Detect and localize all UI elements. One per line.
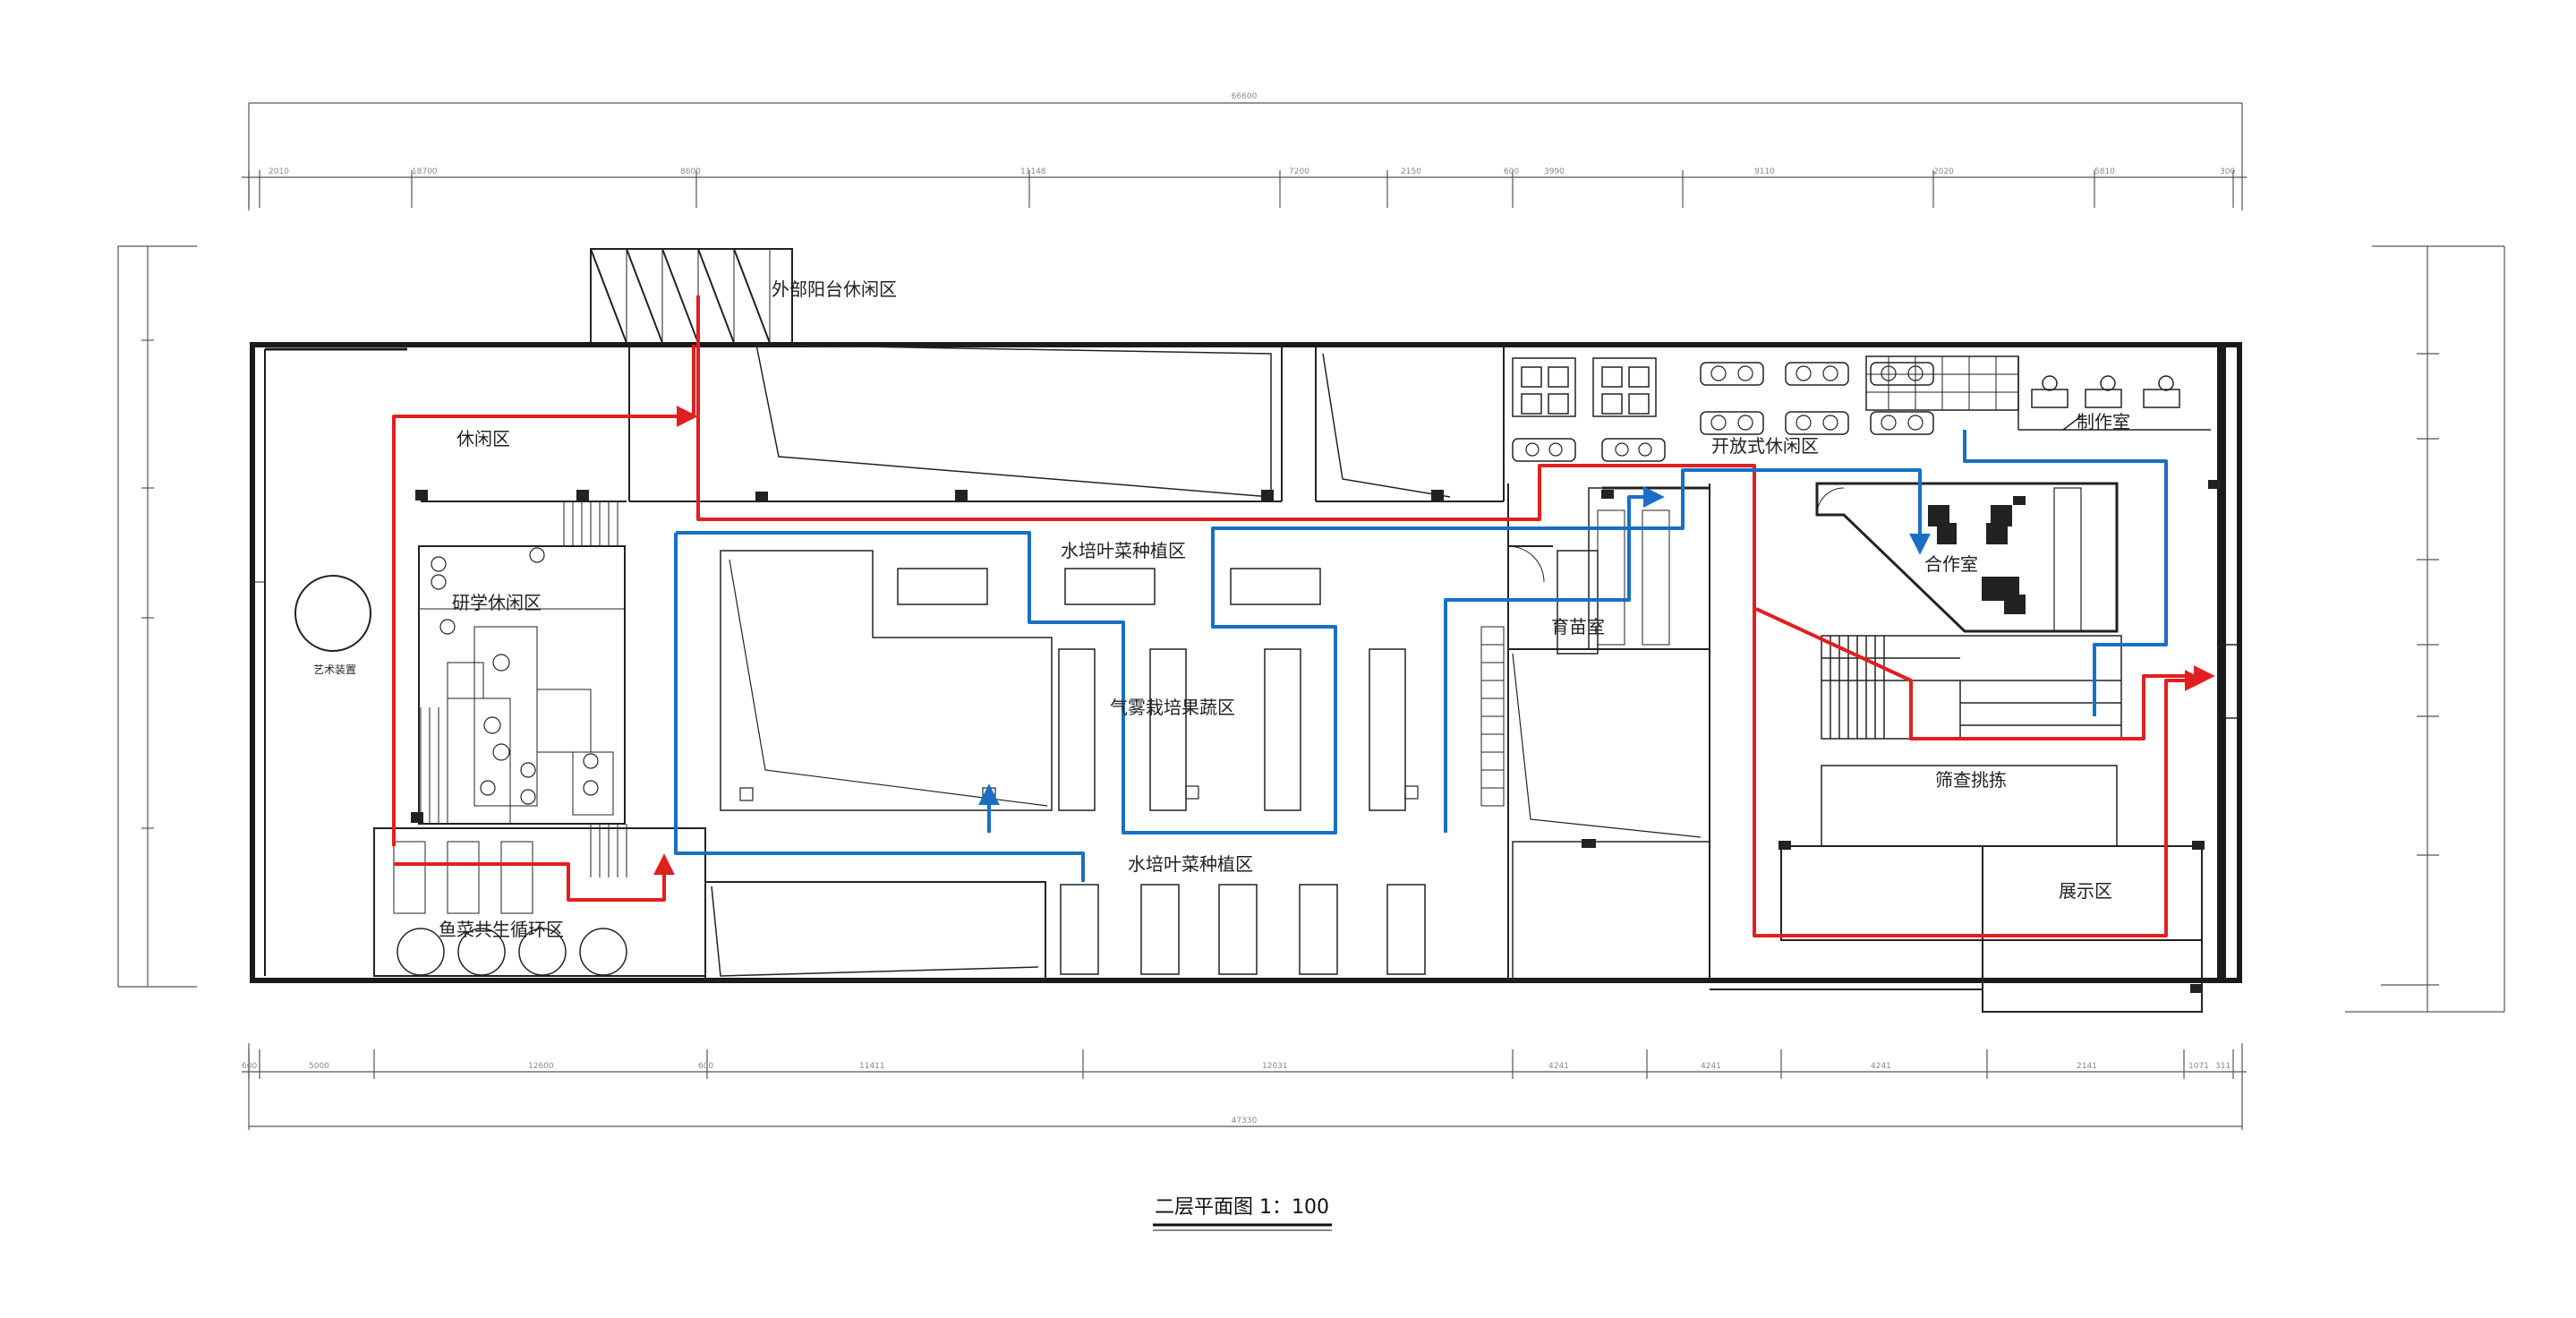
dim-bottom-seg: 4241	[1871, 1062, 1891, 1071]
label-fish-veg-cycle: 鱼菜共生循环区	[439, 919, 564, 940]
label-art-installation: 艺术装置	[313, 663, 356, 676]
label-cooperation: 合作室	[1924, 553, 1978, 575]
label-seedling: 育苗室	[1551, 616, 1605, 638]
label-study-leisure: 研学休闲区	[452, 592, 542, 613]
label-open-leisure: 开放式休闲区	[1711, 435, 1819, 457]
dim-top-seg: 2150	[1401, 167, 1421, 176]
dim-bottom-seg: 4241	[1701, 1062, 1721, 1071]
label-hydro-bottom: 水培叶菜种植区	[1128, 853, 1253, 875]
dimension-labels: 66600 47330 2010 18700 8600 11148 7200 2…	[242, 92, 2235, 1125]
label-workshop: 制作室	[2077, 411, 2130, 432]
dim-bottom-seg: 600	[698, 1062, 713, 1071]
dim-bottom-seg: 5000	[309, 1062, 329, 1071]
dim-bottom-seg: 600	[242, 1062, 257, 1071]
label-balcony: 外部阳台休闲区	[772, 278, 897, 300]
dim-top-seg: 300	[2220, 167, 2235, 176]
dim-top-seg: 2020	[1933, 167, 1954, 176]
dim-overall-bottom: 47330	[1232, 1117, 1258, 1125]
label-hydro-top: 水培叶菜种植区	[1061, 540, 1186, 561]
dim-top-seg: 3990	[1544, 167, 1565, 176]
dim-bottom-seg: 4241	[1548, 1062, 1569, 1071]
dim-bottom-seg: 12600	[528, 1062, 554, 1071]
label-leisure: 休闲区	[456, 428, 510, 449]
dim-top-seg: 9110	[1754, 167, 1775, 176]
dim-bottom-seg: 2141	[2077, 1062, 2097, 1071]
dim-top-seg: 600	[1504, 167, 1519, 176]
dim-top-seg: 18700	[412, 167, 438, 176]
title-text: 二层平面图 1：100	[1155, 1196, 1329, 1219]
dim-top-seg: 11148	[1020, 167, 1046, 176]
dim-top-seg: 2010	[269, 167, 289, 176]
red-circulation-path	[392, 295, 2215, 937]
room-labels: 外部阳台休闲区 休闲区 研学休闲区 艺术装置 水培叶菜种植区 气雾栽培果蔬区 水…	[313, 278, 2130, 940]
building-walls	[250, 342, 2242, 983]
dim-top-seg: 8600	[680, 167, 701, 176]
dim-bottom-seg: 12031	[1262, 1062, 1288, 1071]
dim-top-seg: 5810	[2094, 167, 2115, 176]
dim-top-seg: 7200	[1289, 167, 1309, 176]
dim-bottom-seg: 311	[2215, 1062, 2231, 1071]
label-sorting: 筛查挑拣	[1935, 769, 2007, 791]
balcony-structure	[590, 248, 793, 344]
label-exhibition: 展示区	[2059, 880, 2112, 902]
drawing-title: 二层平面图 1：100	[1153, 1196, 1332, 1231]
dim-bottom-seg: 11411	[859, 1062, 885, 1071]
dimension-lines	[117, 102, 2505, 1130]
interior-partitions	[252, 344, 2239, 1013]
blue-circulation-path	[674, 430, 2168, 882]
dim-overall-top: 66600	[1232, 92, 1258, 101]
dim-bottom-seg: 1071	[2188, 1062, 2209, 1071]
label-aero-cultivation: 气雾栽培果蔬区	[1110, 697, 1235, 718]
